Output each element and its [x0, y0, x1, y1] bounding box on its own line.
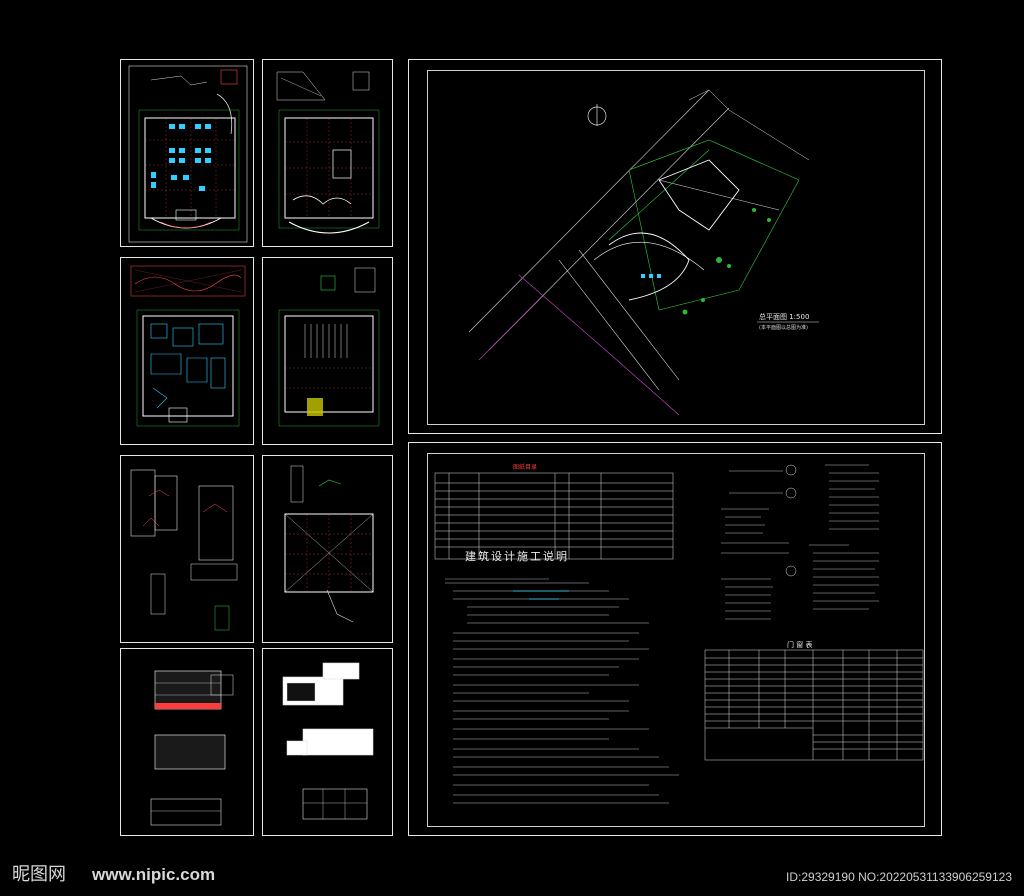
elevation-drawing-a	[150, 670, 234, 826]
site-plan-scale-label: 总平面图 1:500	[759, 313, 810, 321]
upper-floor-plan-drawing	[276, 71, 380, 234]
design-notes-title: 建筑设计施工说明	[465, 550, 569, 563]
drawing-sheet-site-plan[interactable]: 总平面图 1:500 (本平面图以总图为准)	[408, 59, 942, 434]
drawing-sheet-roof-plan[interactable]	[262, 257, 393, 445]
floor-plan-drawing	[128, 65, 248, 243]
nipic-logo: 昵图网	[12, 864, 66, 885]
watermark-bar: 昵图网 www.nipic.com ID:29329190 NO:2022053…	[0, 854, 1024, 896]
drawing-sheet-interior-plan[interactable]	[120, 257, 254, 445]
roof-plan-drawing	[278, 267, 380, 427]
section-drawing	[130, 469, 238, 631]
notes-frame	[427, 453, 925, 827]
image-id-label: ID:29329190 NO:20220531133906259123	[786, 870, 1012, 884]
interior-plan-drawing	[130, 265, 246, 427]
drawing-sheet-ground-floor-plan[interactable]	[120, 59, 254, 247]
notes-drawing	[434, 464, 924, 804]
drawing-sheet-elevations-a[interactable]	[120, 648, 254, 836]
site-plan-sub-label: (本平面图以总图为准)	[759, 325, 808, 331]
site-plan-drawing	[468, 89, 819, 416]
detail-drawing	[284, 465, 374, 623]
drawing-sheet-upper-floor-plan[interactable]	[262, 59, 393, 247]
drawing-sheet-elevations-b[interactable]	[262, 648, 393, 836]
drawing-sheet-details[interactable]	[262, 455, 393, 643]
drawing-sheet-design-notes[interactable]: 图纸目录	[408, 442, 942, 836]
elevation-drawing-b	[282, 662, 374, 820]
drawing-index-tag: 图纸目录	[513, 464, 538, 471]
nipic-url[interactable]: www.nipic.com	[92, 865, 216, 884]
site-plan-frame	[427, 70, 925, 425]
drawing-sheet-sections[interactable]	[120, 455, 254, 643]
door-window-schedule-title: 门 窗 表	[787, 641, 813, 649]
